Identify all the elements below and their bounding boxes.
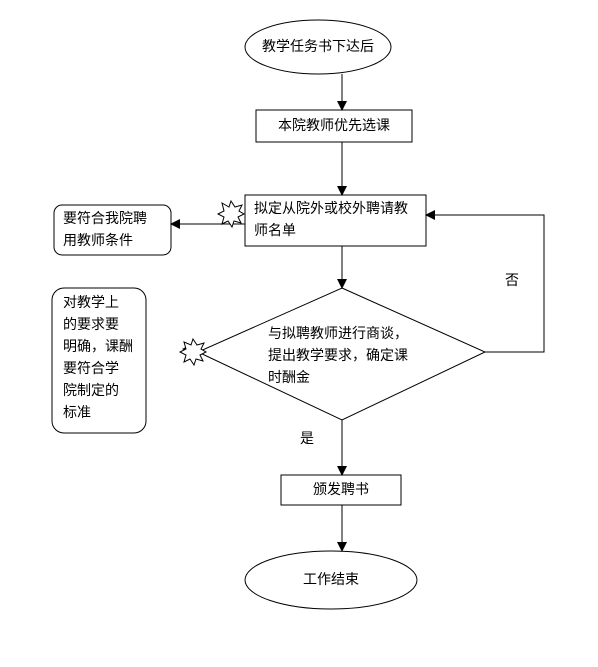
note2-box xyxy=(51,287,147,434)
decision-label: 与拟聘教师进行商谈， 提出教学要求，确定课 时酬金 xyxy=(268,326,408,386)
arrow-no-loop xyxy=(425,210,545,353)
step3-label: 颁发聘书 xyxy=(313,482,369,498)
start-label: 教学任务书下达后 xyxy=(262,39,374,55)
yes-label: 是 xyxy=(300,431,314,447)
end-terminal xyxy=(244,550,418,610)
step3-box xyxy=(280,474,402,506)
step1-label: 本院教师优先选课 xyxy=(278,118,390,134)
note1-box xyxy=(53,204,172,256)
burst-marker-1 xyxy=(216,199,246,229)
end-label: 工作结束 xyxy=(303,572,359,588)
start-terminal xyxy=(244,19,392,75)
note1-label: 要符合我院聘 用教师条件 xyxy=(63,211,147,249)
step2-box xyxy=(244,194,427,247)
note2-label: 对教学上 的要求要 明确，课酬 要符合学 院制定的 标准 xyxy=(63,295,133,421)
burst-marker-2 xyxy=(178,337,208,367)
no-label: 否 xyxy=(505,273,519,289)
step1-box xyxy=(255,109,413,143)
step2-label: 拟定从院外或校外聘请教 师名单 xyxy=(254,201,408,239)
